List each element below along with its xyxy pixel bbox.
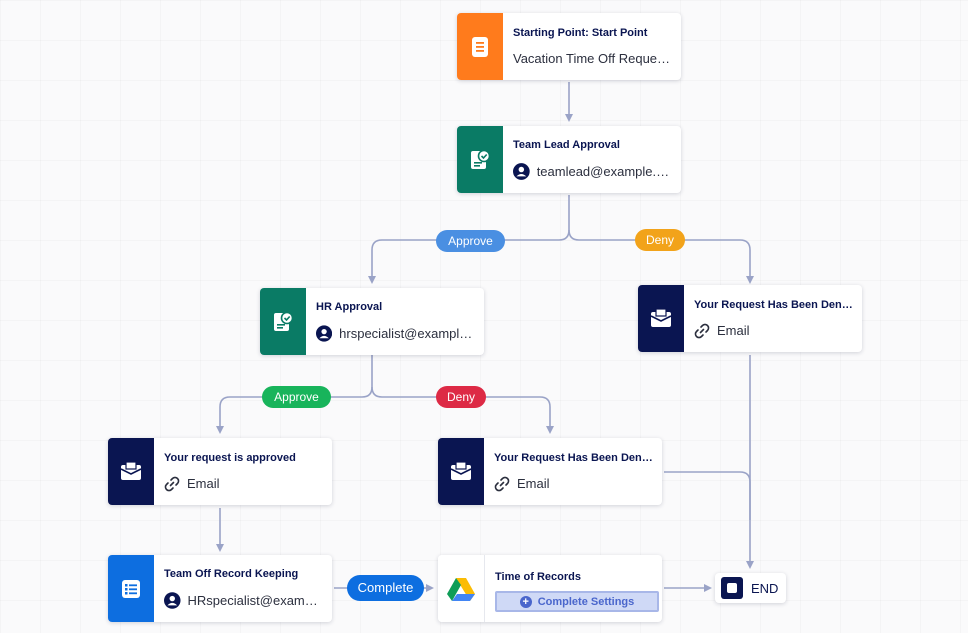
node-team-lead-icon-bg [457, 126, 503, 193]
email-icon [120, 460, 142, 480]
node-start-subtitle: Vacation Time Off Request… [513, 51, 673, 66]
link-icon [494, 476, 510, 491]
email-icon [450, 460, 472, 480]
plus-icon: + [519, 595, 532, 608]
user-icon [164, 592, 181, 609]
node-start-title: Starting Point: Start Point [513, 27, 648, 39]
node-start-icon-bg [457, 13, 503, 80]
node-denied-top-title: Your Request Has Been Deni… [694, 298, 854, 311]
node-time-of-records[interactable]: Time of Records + Complete Settings [438, 555, 662, 622]
node-denied-hr-title: Your Request Has Been Deni… [494, 451, 654, 464]
edge-label-deny-teamlead[interactable]: Deny [635, 229, 685, 251]
edge-deniedhr-end [664, 471, 751, 520]
edge-label-complete[interactable]: Complete [347, 575, 424, 601]
node-hr-subtitle: hrspecialist@example.… [339, 326, 476, 341]
node-end[interactable]: END [715, 573, 787, 603]
node-approved-icon-bg [108, 438, 154, 505]
node-hr-title: HR Approval [316, 301, 383, 313]
user-icon [316, 325, 333, 342]
form-icon [472, 36, 488, 57]
link-icon [694, 323, 710, 338]
node-team-lead-title: Team Lead Approval [513, 139, 620, 151]
node-hr-approval[interactable]: HR Approval hrspecialist@example.… [260, 288, 484, 355]
approval-icon [471, 149, 491, 169]
node-record-keeping[interactable]: Team Off Record Keeping HRspecialist@exa… [108, 555, 332, 622]
email-icon [650, 307, 672, 327]
node-end-label: END [751, 580, 779, 596]
node-team-lead-subtitle: teamlead@example.c… [536, 164, 673, 179]
node-team-lead-approval[interactable]: Team Lead Approval teamlead@example.c… [457, 126, 681, 193]
edge-label-approve-hr[interactable]: Approve [262, 386, 331, 408]
user-icon [513, 163, 530, 180]
edge-hr-denied [371, 386, 554, 434]
complete-settings-button[interactable]: + Complete Settings [495, 591, 659, 612]
link-icon [164, 476, 180, 491]
approval-icon [274, 311, 294, 331]
node-denied-top-subtitle: Email [717, 323, 750, 338]
node-start[interactable]: Starting Point: Start Point Vacation Tim… [457, 13, 681, 80]
google-drive-icon [447, 577, 475, 601]
node-approved-title: Your request is approved [164, 451, 296, 464]
node-time-title: Time of Records [495, 571, 581, 583]
edge-label-deny-hr[interactable]: Deny [436, 386, 486, 408]
node-denied-email-top[interactable]: Your Request Has Been Deni… Email [638, 285, 862, 352]
list-icon [122, 579, 140, 598]
node-record-title: Team Off Record Keeping [164, 568, 299, 580]
node-denied-hr-icon-bg [438, 438, 484, 505]
complete-settings-label: Complete Settings [537, 595, 635, 608]
stop-icon [721, 577, 743, 599]
edge-label-approve-teamlead[interactable]: Approve [436, 230, 505, 252]
node-record-subtitle: HRspecialist@exampl… [187, 593, 324, 608]
node-hr-icon-bg [260, 288, 306, 355]
node-denied-email-hr[interactable]: Your Request Has Been Deni… Email [438, 438, 662, 505]
node-denied-hr-subtitle: Email [517, 476, 550, 491]
node-record-icon-bg [108, 555, 154, 622]
node-denied-top-icon-bg [638, 285, 684, 352]
node-time-icon-bg [438, 555, 485, 622]
edge-teamlead-denied [568, 229, 754, 284]
node-approved-email[interactable]: Your request is approved Email [108, 438, 332, 505]
node-approved-subtitle: Email [187, 476, 220, 491]
